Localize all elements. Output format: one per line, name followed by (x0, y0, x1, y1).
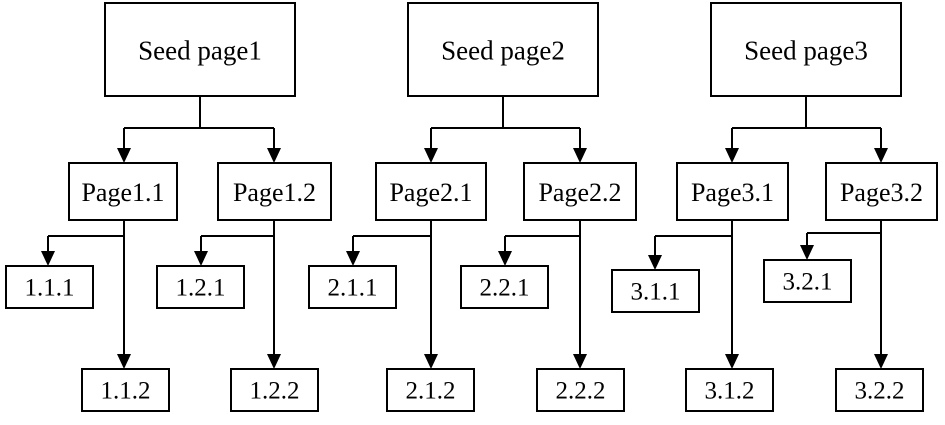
arrow-to-leaf-1-2-1-arrowhead (194, 251, 208, 266)
page-2-2: Page2.2 (523, 162, 637, 221)
arrow-to-leaf-1-2-2-arrowhead (267, 354, 281, 369)
leaf-1-2-2-box (230, 368, 319, 412)
leaf-3-2-1: 3.2.1 (763, 259, 852, 303)
seed-page-1-box (104, 2, 296, 97)
seed-page-2-label: Seed page2 (441, 36, 565, 66)
seed-page-1-label: Seed page1 (138, 36, 262, 66)
page-1-1-label: Page1.1 (81, 178, 164, 207)
leaf-1-2-1-label: 1.2.1 (176, 275, 226, 302)
arrow-to-leaf-3-1-1-arrowhead (648, 255, 662, 270)
leaf-2-2-2-box (536, 368, 625, 412)
page-1-1-box (68, 162, 178, 221)
page-2-2-box (523, 162, 637, 221)
seed-page-2-box (407, 2, 599, 97)
arrow-to-leaf-1-1-2-arrowhead (117, 354, 131, 369)
page-3-1-label: Page3.1 (691, 178, 774, 207)
leaf-3-1-2-box (685, 368, 774, 412)
leaf-2-1-2: 2.1.2 (386, 368, 475, 412)
arrow-to-leaf-3-2-1-arrowhead (800, 245, 814, 260)
seed-page-2: Seed page2 (407, 2, 599, 97)
page-3-2: Page3.2 (825, 162, 938, 221)
leaf-2-2-1-box (460, 265, 549, 309)
leaf-2-1-1: 2.1.1 (308, 265, 397, 309)
leaf-1-1-2-label: 1.1.2 (101, 378, 151, 405)
leaf-3-2-1-box (763, 259, 852, 303)
leaf-1-1-1-label: 1.1.1 (25, 275, 75, 302)
seed-page-1: Seed page1 (104, 2, 296, 97)
leaf-3-1-1-box (611, 269, 700, 313)
leaf-3-1-1: 3.1.1 (611, 269, 700, 313)
arrow-to-page-1-2-arrowhead (267, 148, 281, 163)
leaf-3-2-2: 3.2.2 (835, 368, 924, 412)
leaf-3-2-1-label: 3.2.1 (783, 269, 833, 296)
page-3-1: Page3.1 (676, 162, 789, 221)
leaf-1-1-1-box (5, 265, 94, 309)
arrow-to-page-3-2-arrowhead (874, 148, 888, 163)
page-3-2-box (825, 162, 938, 221)
arrow-to-leaf-2-1-1-arrowhead (346, 251, 360, 266)
leaf-2-2-2-label: 2.2.2 (556, 378, 606, 405)
leaf-1-2-2-label: 1.2.2 (250, 378, 300, 405)
leaf-1-1-2: 1.1.2 (81, 368, 170, 412)
arrow-to-page-2-1-arrowhead (424, 148, 438, 163)
leaf-1-1-2-box (81, 368, 170, 412)
page-1-2: Page1.2 (217, 162, 332, 221)
leaf-2-2-2: 2.2.2 (536, 368, 625, 412)
leaf-3-1-2: 3.1.2 (685, 368, 774, 412)
page-2-1-label: Page2.1 (389, 178, 472, 207)
leaf-3-1-2-label: 3.1.2 (705, 378, 755, 405)
arrow-to-page-1-1-arrowhead (117, 148, 131, 163)
leaf-3-2-2-label: 3.2.2 (855, 378, 905, 405)
leaf-3-2-2-box (835, 368, 924, 412)
leaf-1-1-1: 1.1.1 (5, 265, 94, 309)
arrow-to-leaf-2-2-1-arrowhead (498, 251, 512, 266)
leaf-2-1-2-label: 2.1.2 (406, 378, 456, 405)
leaf-3-1-1-label: 3.1.1 (631, 279, 681, 306)
leaf-2-2-1: 2.2.1 (460, 265, 549, 309)
arrow-to-page-3-1-arrowhead (725, 148, 739, 163)
arrow-to-leaf-3-2-2-arrowhead (874, 354, 888, 369)
arrow-to-leaf-1-1-1-arrowhead (41, 251, 55, 266)
arrow-to-leaf-3-1-2-arrowhead (725, 354, 739, 369)
leaf-1-2-1: 1.2.1 (156, 265, 245, 309)
seed-page-3-box (710, 2, 902, 97)
leaf-1-2-1-box (156, 265, 245, 309)
arrow-to-page-2-2-arrowhead (573, 148, 587, 163)
page-2-2-label: Page2.2 (538, 178, 621, 207)
arrow-to-leaf-2-2-2-arrowhead (573, 354, 587, 369)
page-1-2-box (217, 162, 332, 221)
leaf-2-1-2-box (386, 368, 475, 412)
seed-page-3-label: Seed page3 (744, 36, 868, 66)
arrow-to-leaf-2-1-2-arrowhead (424, 354, 438, 369)
leaf-2-1-1-label: 2.1.1 (328, 275, 378, 302)
seed-page-3: Seed page3 (710, 2, 902, 97)
leaf-1-2-2: 1.2.2 (230, 368, 319, 412)
page-1-1: Page1.1 (68, 162, 178, 221)
leaf-2-1-1-box (308, 265, 397, 309)
page-2-1: Page2.1 (375, 162, 487, 221)
page-1-2-label: Page1.2 (233, 178, 316, 207)
leaf-2-2-1-label: 2.2.1 (480, 275, 530, 302)
page-3-2-label: Page3.2 (840, 178, 923, 207)
page-2-1-box (375, 162, 487, 221)
connectors (41, 96, 888, 369)
page-3-1-box (676, 162, 789, 221)
